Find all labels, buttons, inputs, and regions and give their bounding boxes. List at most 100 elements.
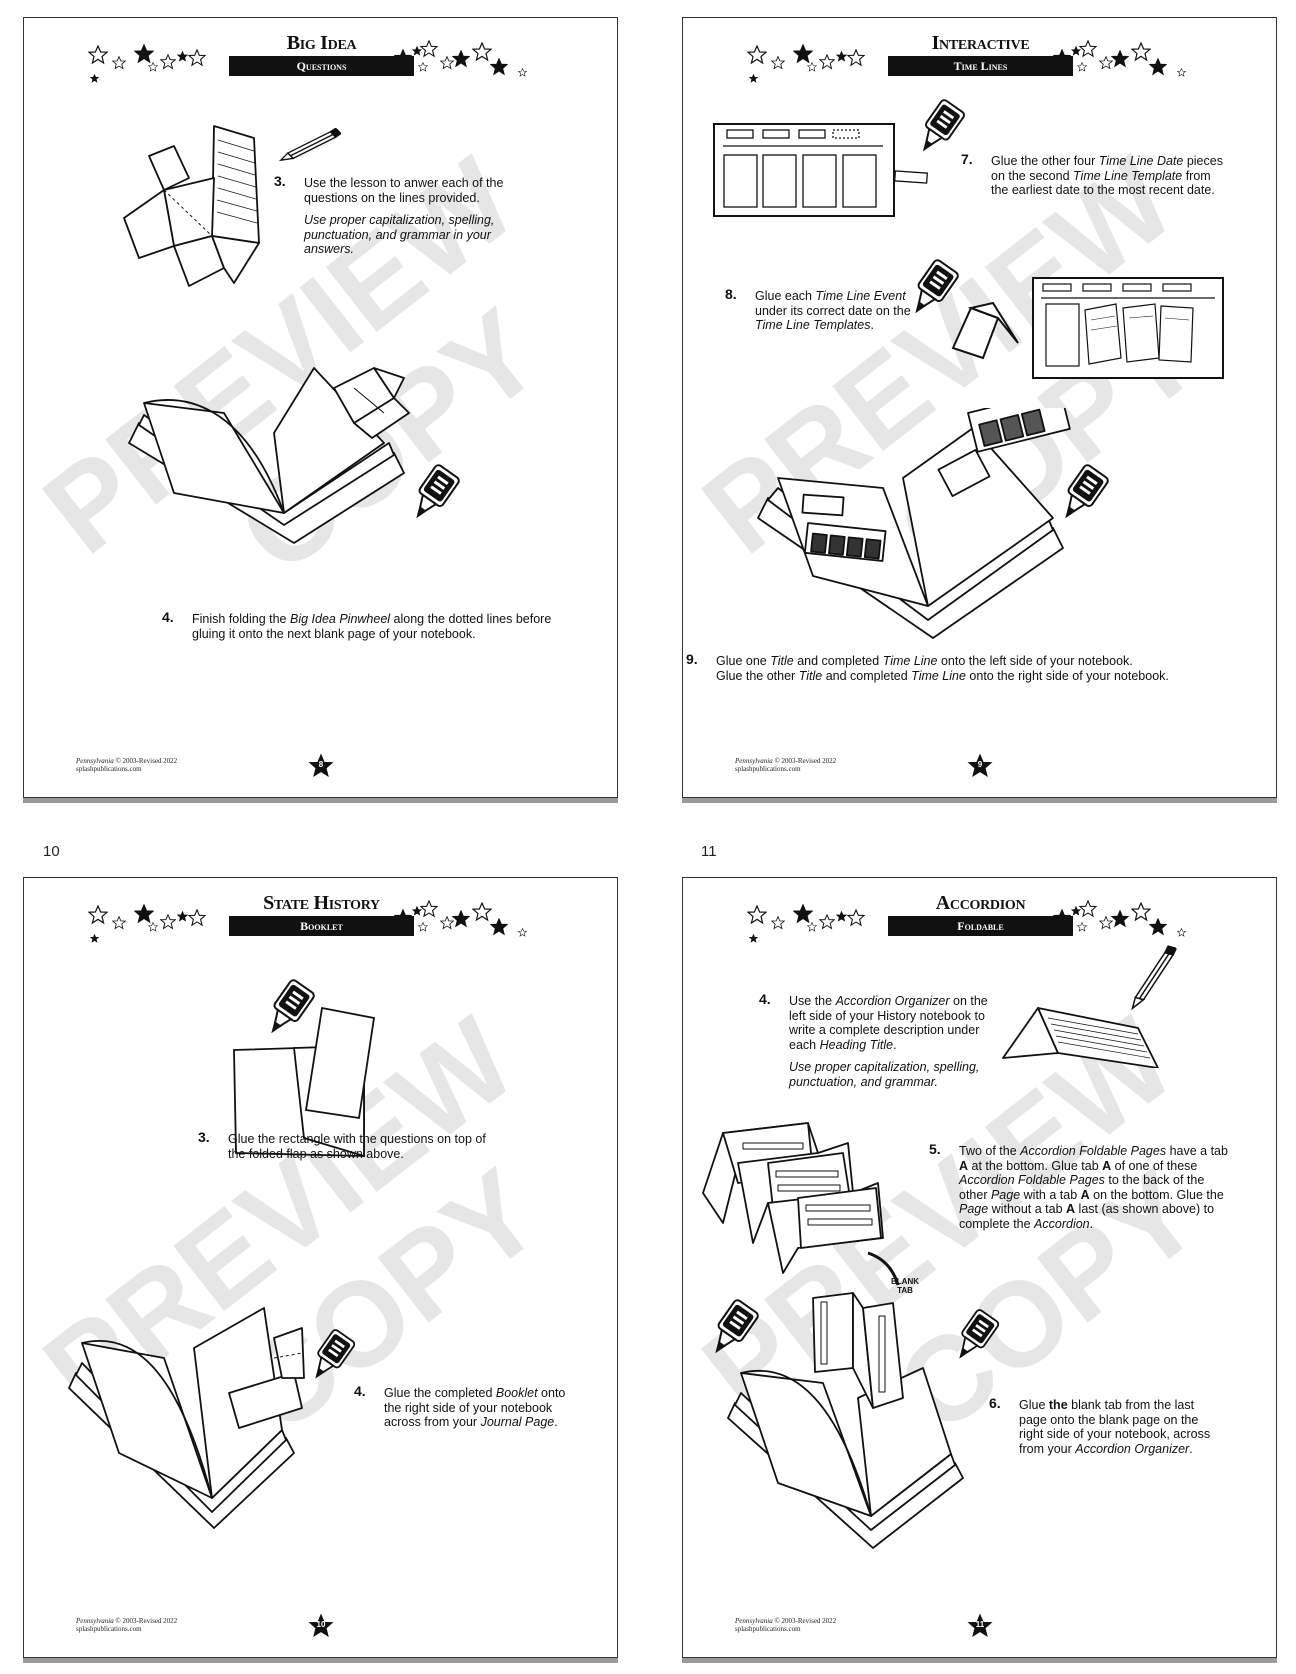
step-6: 6. Glue the blank tab from the last page… bbox=[989, 1396, 1219, 1456]
time-line-events-illustration bbox=[904, 258, 1224, 379]
copyright-state: Pennsylvania bbox=[735, 1617, 773, 1625]
page-header: State History Booklet bbox=[24, 878, 617, 958]
page-number: 8 bbox=[318, 760, 324, 769]
page-header: Big Idea Questions bbox=[24, 18, 617, 98]
step-text: Two of the Accordion Foldable Pages have… bbox=[959, 1144, 1229, 1231]
text-emphasis: Title bbox=[770, 654, 794, 668]
text-part: . bbox=[893, 1037, 897, 1052]
page-number: 9 bbox=[977, 760, 983, 769]
text-part: Glue bbox=[1019, 1398, 1049, 1412]
page-number: 11 bbox=[975, 1620, 985, 1629]
text-strong: A bbox=[1080, 1187, 1090, 1202]
text-part: Glue the other bbox=[716, 668, 799, 683]
text-part: Glue each bbox=[755, 289, 816, 303]
step-number: 8. bbox=[725, 286, 737, 302]
step-number: 6. bbox=[989, 1395, 1001, 1411]
step-text: Glue the blank tab from the last page on… bbox=[1019, 1398, 1219, 1456]
text-part: Use the bbox=[789, 994, 836, 1008]
page-title: Accordion bbox=[935, 892, 1026, 914]
text-strong: A bbox=[1066, 1202, 1076, 1216]
page-number-badge: 9 bbox=[967, 753, 993, 779]
page-subtitle: Time Lines bbox=[888, 56, 1073, 76]
step-number: 7. bbox=[961, 151, 973, 167]
text-part: Finish folding the bbox=[192, 612, 290, 626]
sheet-label-right: 11 bbox=[701, 843, 717, 860]
text-emphasis: Time Line bbox=[882, 654, 938, 668]
text-emphasis: Page bbox=[990, 1187, 1021, 1202]
copyright-year: © 2003-Revised 2022 bbox=[772, 1617, 837, 1625]
notebook-accordion-illustration bbox=[727, 1292, 1001, 1549]
open-notebook-illustration bbox=[128, 367, 462, 544]
text-part: . bbox=[554, 1415, 558, 1429]
text-part: on the left side of your History noteboo… bbox=[789, 994, 988, 1052]
text-part: and completed bbox=[793, 654, 883, 668]
copyright-site: splashpublications.com bbox=[735, 1625, 801, 1633]
page-number-badge: 10 bbox=[308, 1613, 334, 1639]
text-part: of one of these bbox=[1111, 1158, 1198, 1173]
text-part: have a tab bbox=[1166, 1144, 1228, 1158]
label-line: BLANK bbox=[891, 1277, 919, 1286]
accordion-organizer-illustration bbox=[1002, 942, 1193, 1068]
text-part: at the bottom. Glue tab bbox=[968, 1158, 1103, 1173]
copyright-site: splashpublications.com bbox=[76, 1625, 142, 1633]
step-8: 8. Glue each Time Line Event under its c… bbox=[725, 287, 925, 333]
text-emphasis: Journal Page bbox=[480, 1415, 555, 1429]
text-emphasis: Time Line Template bbox=[1073, 168, 1183, 183]
step-9: 9. Glue one Title and completed Time Lin… bbox=[686, 652, 1256, 683]
step-text: Glue the completed Booklet onto the righ… bbox=[384, 1386, 584, 1430]
text-emphasis: Heading Title bbox=[819, 1037, 894, 1052]
booklet-flap-illustration bbox=[233, 978, 376, 1158]
text-part: . bbox=[870, 318, 874, 332]
page-number-badge: 11 bbox=[967, 1613, 993, 1639]
text-part: Two of the bbox=[959, 1144, 1021, 1158]
accordion-pages-illustration bbox=[702, 1122, 900, 1286]
text-part: without a tab bbox=[988, 1202, 1067, 1216]
text-part: under its correct date on the bbox=[755, 303, 911, 318]
text-part: Glue the other four bbox=[991, 154, 1099, 168]
text-emphasis: Accordion Foldable Pages bbox=[1020, 1144, 1167, 1158]
text-part: with a tab bbox=[1020, 1187, 1081, 1202]
step-text: Glue one Title and completed Time Line o… bbox=[716, 654, 1256, 683]
step-number: 4. bbox=[354, 1383, 366, 1399]
text-part: onto the left side of your notebook. bbox=[937, 654, 1133, 668]
step-5: 5. Two of the Accordion Foldable Pages h… bbox=[929, 1142, 1229, 1231]
copyright-state: Pennsylvania bbox=[76, 1617, 114, 1625]
text-part: Glue one bbox=[716, 654, 771, 668]
step-number: 5. bbox=[929, 1141, 941, 1157]
notebook-booklet-illustration bbox=[68, 1307, 357, 1529]
text-emphasis: Page bbox=[959, 1202, 989, 1216]
page-title: Interactive bbox=[931, 32, 1030, 54]
text-part: on the bottom. Glue the bbox=[1089, 1187, 1224, 1202]
step-number: 4. bbox=[759, 991, 771, 1007]
page-subtitle: Questions bbox=[229, 56, 414, 76]
page-number: 10 bbox=[316, 1620, 326, 1629]
copyright-site: splashpublications.com bbox=[735, 765, 801, 773]
copyright-year: © 2003-Revised 2022 bbox=[113, 1617, 178, 1625]
text-part: Glue the completed bbox=[384, 1386, 496, 1400]
step-number: 3. bbox=[274, 173, 286, 189]
step-text: Glue each Time Line Event under its corr… bbox=[755, 289, 925, 333]
copyright-state: Pennsylvania bbox=[76, 757, 114, 765]
copyright-year: © 2003-Revised 2022 bbox=[772, 757, 837, 765]
page-accordion-foldable: PREVIEW COPY Accordion Foldable 4. Use t… bbox=[682, 877, 1277, 1658]
page-header: Accordion Foldable bbox=[683, 878, 1276, 958]
text-emphasis: Booklet bbox=[495, 1386, 538, 1400]
text-emphasis: Accordion Organizer bbox=[1075, 1441, 1190, 1456]
page-title: Big Idea bbox=[286, 32, 357, 54]
text-emphasis: Time Line Date bbox=[1098, 154, 1184, 168]
step-4: 4. Finish folding the Big Idea Pinwheel … bbox=[162, 610, 572, 641]
copyright-year: © 2003-Revised 2022 bbox=[113, 757, 178, 765]
text-part: onto the right side of your notebook acr… bbox=[384, 1386, 566, 1429]
step-number: 3. bbox=[198, 1129, 210, 1145]
label-line: TAB bbox=[897, 1286, 913, 1295]
text-part: to the back of the other bbox=[959, 1173, 1205, 1202]
text-part: along the dotted lines before gluing it … bbox=[192, 612, 552, 641]
text-part: last (as shown above) to complete the bbox=[959, 1202, 1215, 1231]
step-7: 7. Glue the other four Time Line Date pi… bbox=[961, 152, 1231, 198]
page-subtitle: Foldable bbox=[888, 916, 1073, 936]
text-strong: A bbox=[959, 1158, 969, 1173]
step-number: 4. bbox=[162, 609, 174, 625]
page-state-history-booklet: PREVIEW COPY State History Booklet 3. Gl… bbox=[23, 877, 618, 1658]
